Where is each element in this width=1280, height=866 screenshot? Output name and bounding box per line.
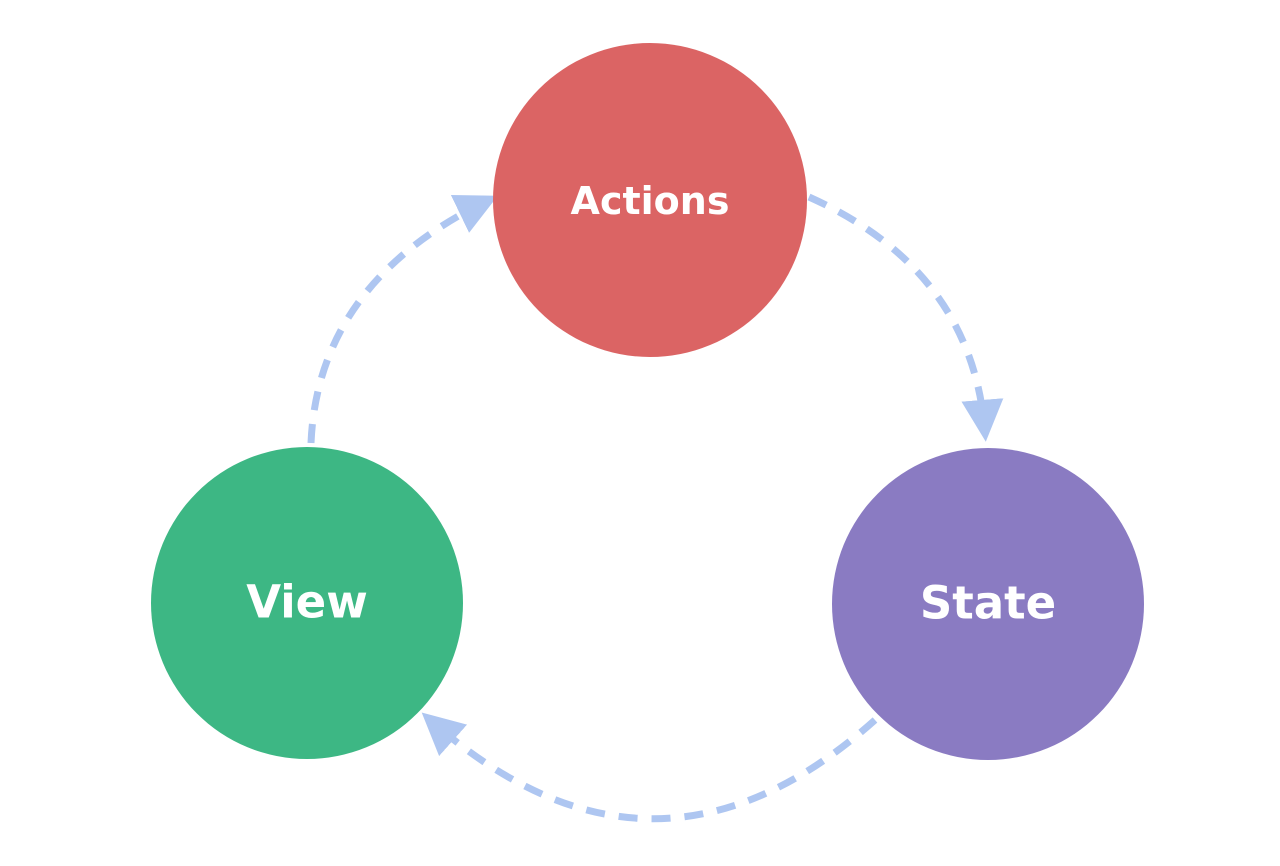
node-state: State <box>832 448 1144 760</box>
view-circle <box>151 447 463 759</box>
state-label: State <box>920 577 1056 630</box>
edge-view-to-actions <box>307 195 498 444</box>
actions-circle <box>493 43 807 357</box>
actions-label: Actions <box>571 179 730 223</box>
node-view: View <box>151 447 463 759</box>
edge-actions-to-state <box>807 193 1004 442</box>
node-actions: Actions <box>493 43 807 357</box>
edge-state-to-view <box>421 712 878 823</box>
view-label: View <box>246 576 368 629</box>
state-circle <box>832 448 1144 760</box>
